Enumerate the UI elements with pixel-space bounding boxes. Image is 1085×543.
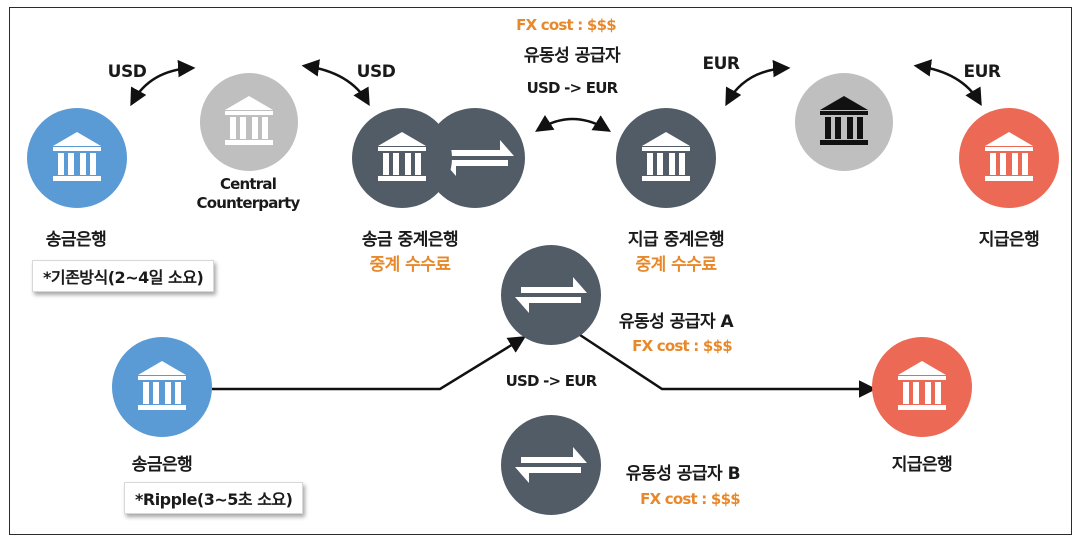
central-counterparty-label: Central Counterparty (196, 175, 300, 213)
sending-intermediary-label: 송금 중계은행 (361, 230, 459, 250)
intermediary-fee-left: 중계 수수료 (369, 255, 451, 275)
legacy-method-note: *기존방식(2~4일 소요) (32, 260, 215, 292)
liquidity-provider-b-node (501, 415, 601, 515)
usd-eur-bottom: USD -> EUR (505, 372, 597, 390)
sending-intermediary-node (352, 108, 525, 208)
ripple-sending-bank-label: 송금은행 (131, 455, 193, 475)
intermediary-fee-right: 중계 수수료 (635, 255, 717, 275)
eur-counterparty-node (795, 73, 893, 171)
counterparty-label: Counterparty (196, 193, 300, 212)
ripple-note: *Ripple(3~5초 소요) (124, 482, 304, 514)
fx-cost-a: FX cost : $$$ (632, 337, 732, 355)
fx-cost-b: FX cost : $$$ (640, 490, 740, 508)
liquidity-provider-a-label: 유동성 공급자 A (618, 312, 734, 332)
ripple-path-in (212, 336, 526, 391)
fx-cost-top: FX cost : $$$ (516, 16, 616, 34)
eur-left-arrow (725, 59, 791, 107)
usd-left-label: USD (107, 62, 147, 82)
liquidity-provider-top: 유동성 공급자 (523, 46, 621, 66)
paying-bank-label: 지급은행 (978, 230, 1040, 250)
usd-right-label: USD (356, 62, 396, 82)
liquidity-provider-b-label: 유동성 공급자 B (625, 464, 741, 484)
central-label: Central (219, 175, 277, 193)
eur-right-arrow (913, 59, 982, 107)
sending-bank-node (27, 108, 127, 208)
usd-left-arrow (130, 59, 196, 107)
eur-left-label: EUR (702, 54, 740, 74)
paying-bank-node (959, 108, 1059, 208)
usd-eur-top: USD -> EUR (526, 79, 618, 97)
liquidity-provider-a-node (501, 245, 601, 345)
ripple-sending-bank-node (112, 337, 212, 437)
sending-bank-label: 송금은행 (45, 230, 107, 250)
ripple-paying-bank-node (872, 337, 972, 437)
eur-right-label: EUR (963, 62, 1001, 82)
usd-right-arrow (301, 59, 370, 107)
paying-intermediary-label: 지급 중계은행 (627, 230, 725, 250)
fx-arrow (535, 115, 611, 132)
ripple-path-out (579, 333, 877, 398)
ripple-paying-bank-label: 지급은행 (891, 455, 953, 475)
paying-intermediary-node (616, 108, 716, 208)
central-counterparty-node (200, 73, 298, 171)
